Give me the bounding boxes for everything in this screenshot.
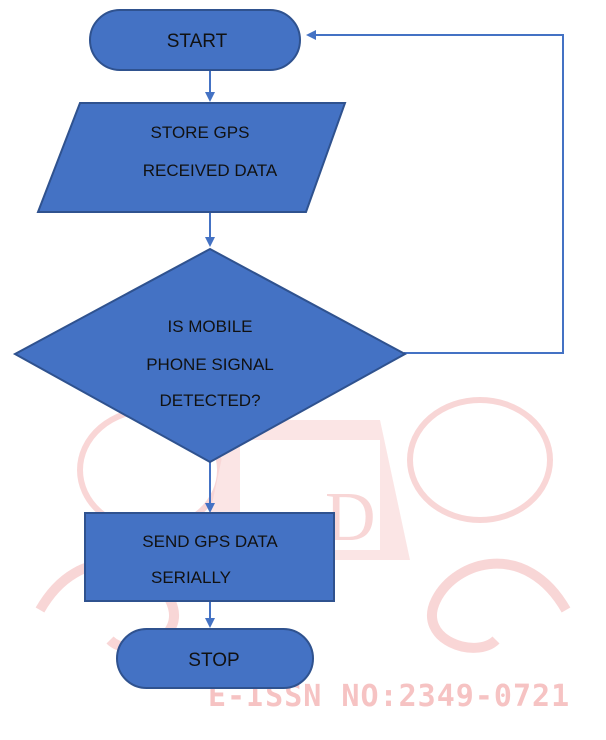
send-label-line-1: SEND GPS DATA xyxy=(142,532,278,551)
store-label-line-1: STORE GPS xyxy=(151,123,250,142)
send-gps-node: SEND GPS DATA SERIALLY xyxy=(84,512,335,602)
decision-label-line-2: PHONE SIGNAL xyxy=(146,355,274,374)
start-node: START xyxy=(89,9,301,71)
decision-label-line-3: DETECTED? xyxy=(159,391,260,410)
store-gps-node: STORE GPS RECEIVED DATA xyxy=(36,102,347,213)
send-label-line-2: SERIALLY xyxy=(151,568,231,587)
connectors xyxy=(205,30,564,628)
start-label: START xyxy=(167,31,228,52)
stop-label: STOP xyxy=(188,650,239,671)
arrow-decision-loop-to-start xyxy=(306,30,564,354)
store-label-line-2: RECEIVED DATA xyxy=(143,161,278,180)
decision-label-line-1: IS MOBILE xyxy=(167,317,252,336)
stop-node: STOP xyxy=(116,628,314,689)
decision-node: IS MOBILE PHONE SIGNAL DETECTED? xyxy=(12,247,408,464)
